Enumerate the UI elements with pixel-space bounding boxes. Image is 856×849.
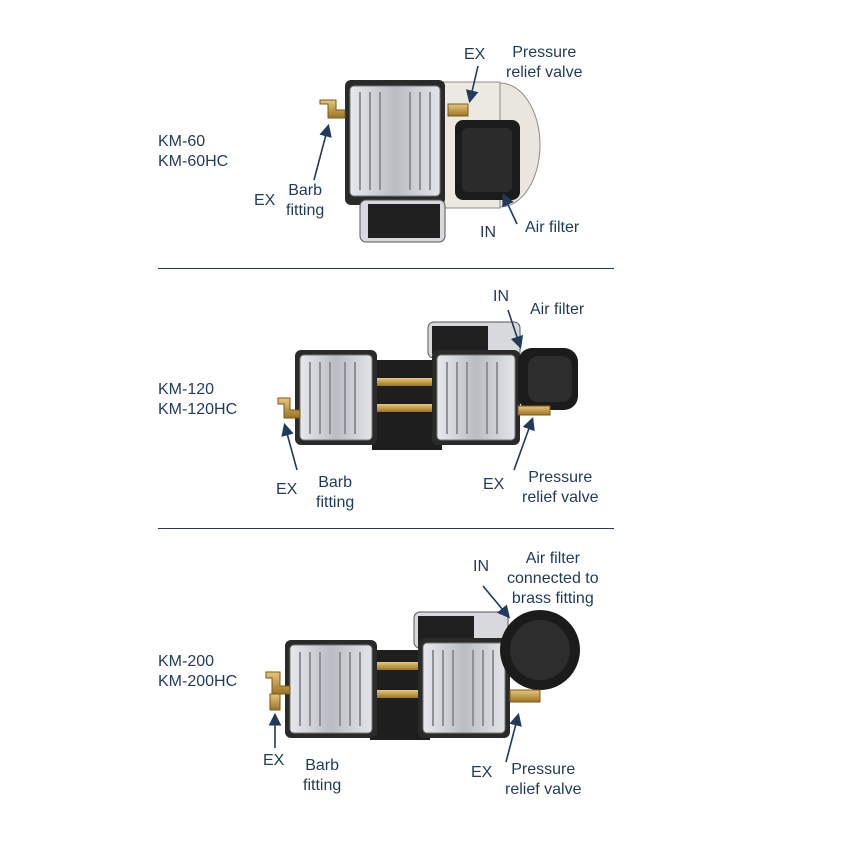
- km60-ex-top-arrow: [465, 65, 479, 104]
- km60-air-filter-label: Air filter: [525, 219, 580, 236]
- km60-barb-label: Barb fitting: [286, 181, 324, 221]
- km120-in-label: IN: [493, 288, 509, 305]
- model-name-hc: KM-120HC: [158, 401, 238, 418]
- model-name: KM-120: [158, 381, 215, 398]
- km200-ex-right-label: EX: [471, 764, 493, 781]
- barb-line-1: Barb: [288, 182, 323, 199]
- km200-prv-arrow: [505, 712, 522, 763]
- filter-line-1: Air filter: [525, 550, 580, 567]
- barb-line-2: fitting: [286, 202, 325, 219]
- km60-prv-label: Pressure relief valve: [506, 43, 582, 83]
- prv-line-2: relief valve: [522, 489, 599, 506]
- model-name: KM-200: [158, 653, 215, 670]
- model-name-hc: KM-60HC: [158, 153, 229, 170]
- km120-prv-arrow: [513, 416, 535, 471]
- km200-air-filter-label: Air filter connected to brass fitting: [507, 549, 599, 609]
- km120-ex-right-label: EX: [483, 476, 505, 493]
- km60-compressor-image: [319, 80, 541, 243]
- barb-line-2: fitting: [316, 494, 355, 511]
- model-name: KM-60: [158, 133, 206, 150]
- km200-model-label: KM-200 KM-200HC: [158, 652, 237, 692]
- km120-barb-label: Barb fitting: [316, 473, 354, 513]
- km120-filter-arrow: [507, 309, 524, 350]
- km60-ex-top-label: EX: [464, 46, 486, 63]
- model-name-hc: KM-200HC: [158, 673, 238, 690]
- km200-prv-label: Pressure relief valve: [505, 760, 581, 800]
- prv-line-1: Pressure: [511, 761, 576, 778]
- km120-model-label: KM-120 KM-120HC: [158, 380, 237, 420]
- filter-line-3: brass fitting: [511, 590, 594, 607]
- km60-in-label: IN: [480, 224, 496, 241]
- km200-barb-label: Barb fitting: [303, 756, 341, 796]
- km60-model-label: KM-60 KM-60HC: [158, 132, 228, 172]
- km60-filter-arrow: [502, 193, 518, 225]
- km120-barb-arrow: [281, 422, 298, 471]
- km200-in-label: IN: [473, 558, 489, 575]
- km120-compressor-image: [277, 321, 578, 450]
- section-divider: [158, 528, 614, 529]
- km200-filter-arrow: [482, 585, 511, 619]
- km60-barb-arrow: [313, 123, 332, 181]
- prv-line-2: relief valve: [505, 781, 582, 798]
- km200-compressor-image: [265, 610, 580, 740]
- filter-line-2: connected to: [507, 570, 599, 587]
- km120-air-filter-label: Air filter: [530, 301, 585, 318]
- prv-line-2: relief valve: [506, 64, 583, 81]
- prv-line-1: Pressure: [528, 469, 593, 486]
- barb-line-1: Barb: [318, 474, 353, 491]
- km120-ex-left-label: EX: [276, 481, 298, 498]
- km120-prv-label: Pressure relief valve: [522, 468, 598, 508]
- km200-ex-left-label: EX: [263, 752, 285, 769]
- section-divider: [158, 268, 614, 269]
- km60-ex-left-label: EX: [254, 192, 276, 209]
- barb-line-2: fitting: [303, 777, 342, 794]
- prv-line-1: Pressure: [512, 44, 577, 61]
- barb-line-1: Barb: [305, 757, 340, 774]
